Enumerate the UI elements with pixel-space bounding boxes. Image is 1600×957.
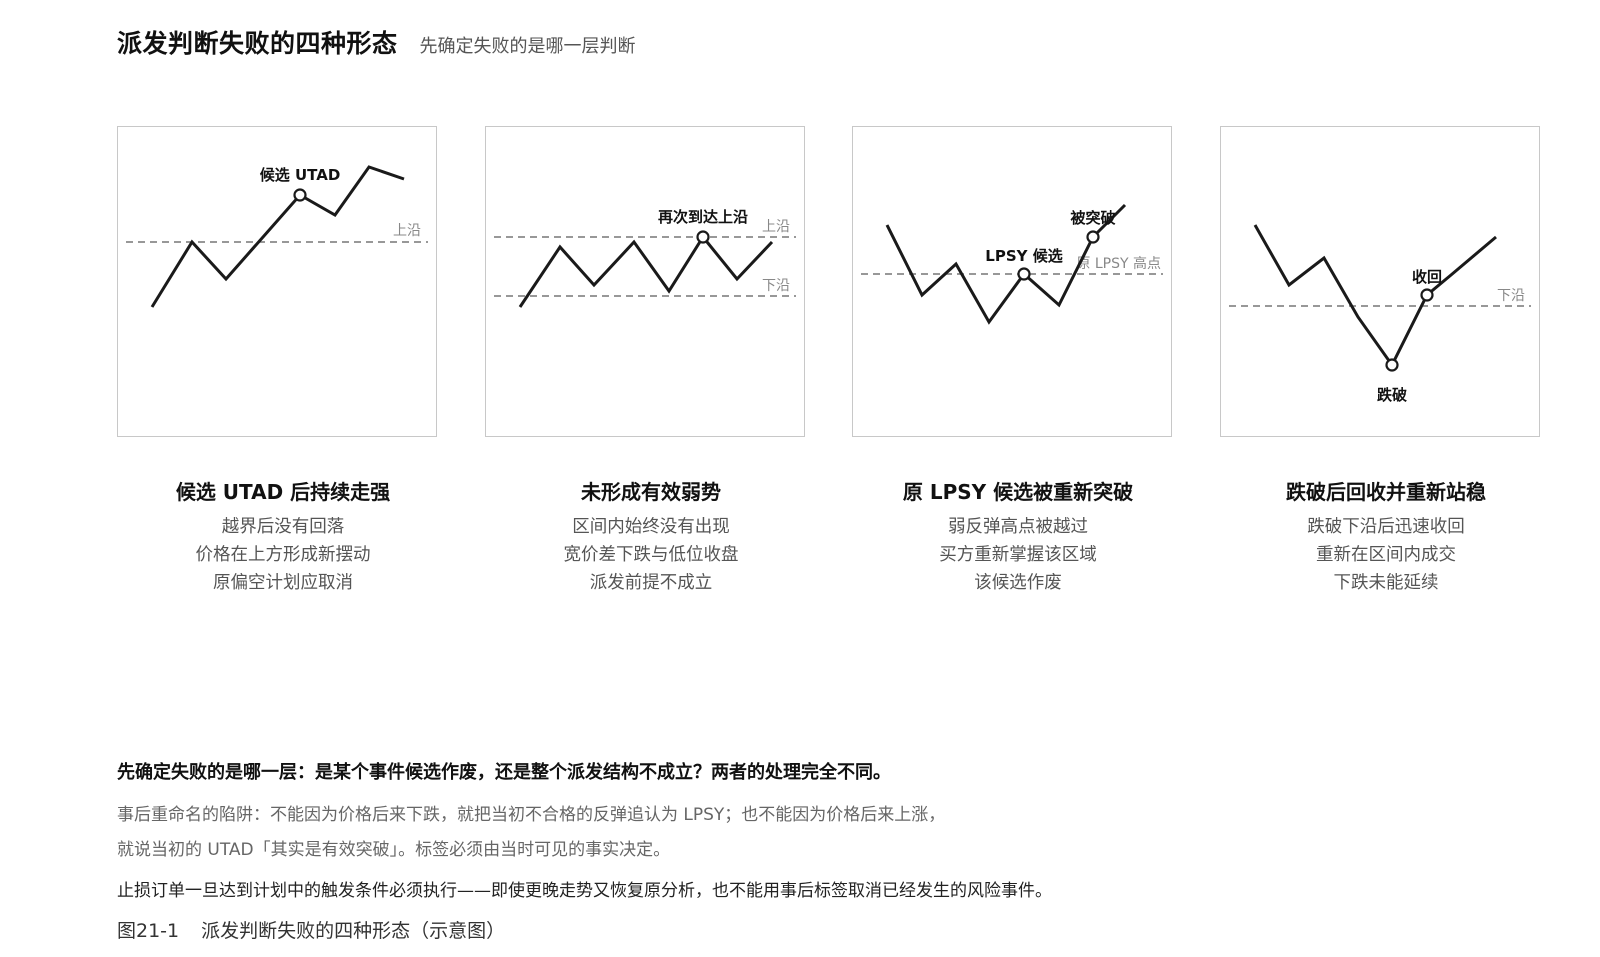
header: 派发判断失败的四种形态 先确定失败的是哪一层判断 [117,24,636,60]
caption-lpsy: 原 LPSY 候选被重新突破 弱反弹高点被越过 买方重新掌握该区域 该候选作废 [858,476,1178,597]
caption-utad: 候选 UTAD 后持续走强 越界后没有回落 价格在上方形成新摆动 原偏空计划应取… [123,476,443,597]
lpsy-candidate-marker [1017,267,1031,281]
retest-marker [696,230,710,244]
price-path [1253,224,1497,368]
caption-reclaim: 跌破后回收并重新站稳 跌破下沿后迅速收回 重新在区间内成交 下跌未能延续 [1226,476,1546,597]
panel-no-weakness: 上沿 下沿 再次到达上沿 [485,126,805,437]
breakout-marker [1086,230,1100,244]
panel-breakdown-reclaim: 下沿 收回 跌破 [1220,126,1540,437]
hindsight-trap-note-1: 事后重命名的陷阱：不能因为价格后来下跌，就把当初不合格的反弹追认为 LPSY；也… [117,805,946,825]
caption-line: 派发前提不成立 [589,573,713,593]
caption-line: 下跌未能延续 [1333,573,1439,593]
price-path [150,165,405,308]
figure-caption: 图21-1 派发判断失败的四种形态（示意图） [117,916,505,943]
reclaim-marker [1420,288,1434,302]
caption-title: 候选 UTAD 后持续走强 [175,480,391,504]
reclaim-diagram: 下沿 收回 跌破 [1229,224,1531,404]
caption-title: 跌破后回收并重新站稳 [1286,480,1486,504]
stop-loss-note: 止损订单一旦达到计划中的触发条件必须执行——即使更晚走势又恢复原分析，也不能用事… [117,881,1052,901]
lower-edge-label: 下沿 [762,278,790,294]
caption-line: 该候选作废 [974,573,1062,593]
caption-line: 区间内始终没有出现 [572,517,730,537]
caption-line: 跌破下沿后迅速收回 [1307,517,1465,537]
panel-lpsy-broken: 原 LPSY 高点 LPSY 候选 被突破 [852,126,1172,437]
utad-marker-label: 候选 UTAD [260,166,341,184]
upper-edge-label: 上沿 [762,219,790,235]
panel-utad-strengthens: 上沿 候选 UTAD [117,126,437,437]
retest-marker-label: 再次到达上沿 [658,208,748,226]
utad-marker [293,188,307,202]
figure-title: 派发判断失败的四种形态（示意图） [201,920,506,942]
caption-line: 原偏空计划应取消 [213,573,353,593]
utad-diagram: 上沿 候选 UTAD [126,165,428,308]
lpsy-candidate-label: LPSY 候选 [985,247,1062,265]
figure-number: 图21-1 [117,920,180,942]
key-question-note: 先确定失败的是哪一层：是某个事件候选作废，还是整个派发结构不成立？两者的处理完全… [117,762,891,783]
breakdown-label: 跌破 [1377,386,1407,404]
page-title: 派发判断失败的四种形态 [117,29,398,58]
breakout-label: 被突破 [1070,209,1115,227]
caption-line: 价格在上方形成新摆动 [195,545,371,565]
lpsy-diagram: 原 LPSY 高点 LPSY 候选 被突破 [861,203,1163,325]
page-subtitle: 先确定失败的是哪一层判断 [419,36,636,57]
range-diagram: 上沿 下沿 再次到达上沿 [494,208,796,308]
caption-no-weakness: 未形成有效弱势 区间内始终没有出现 宽价差下跌与低位收盘 派发前提不成立 [491,476,811,597]
caption-line: 弱反弹高点被越过 [948,517,1088,537]
caption-line: 宽价差下跌与低位收盘 [563,545,739,565]
reclaim-label: 收回 [1412,268,1442,286]
caption-line: 重新在区间内成交 [1316,545,1456,565]
hindsight-trap-note-2: 就说当初的 UTAD「其实是有效突破」。标签必须由当时可见的事实决定。 [117,840,671,860]
caption-line: 越界后没有回落 [221,517,345,537]
lower-edge-label: 下沿 [1497,288,1525,304]
lpsy-high-label: 原 LPSY 高点 [1076,255,1161,272]
breakdown-marker [1385,358,1399,372]
caption-line: 买方重新掌握该区域 [939,545,1097,565]
caption-title: 未形成有效弱势 [581,480,721,504]
upper-edge-label: 上沿 [393,223,421,239]
caption-title: 原 LPSY 候选被重新突破 [902,480,1134,504]
price-path [518,234,774,308]
price-path [885,203,1127,325]
